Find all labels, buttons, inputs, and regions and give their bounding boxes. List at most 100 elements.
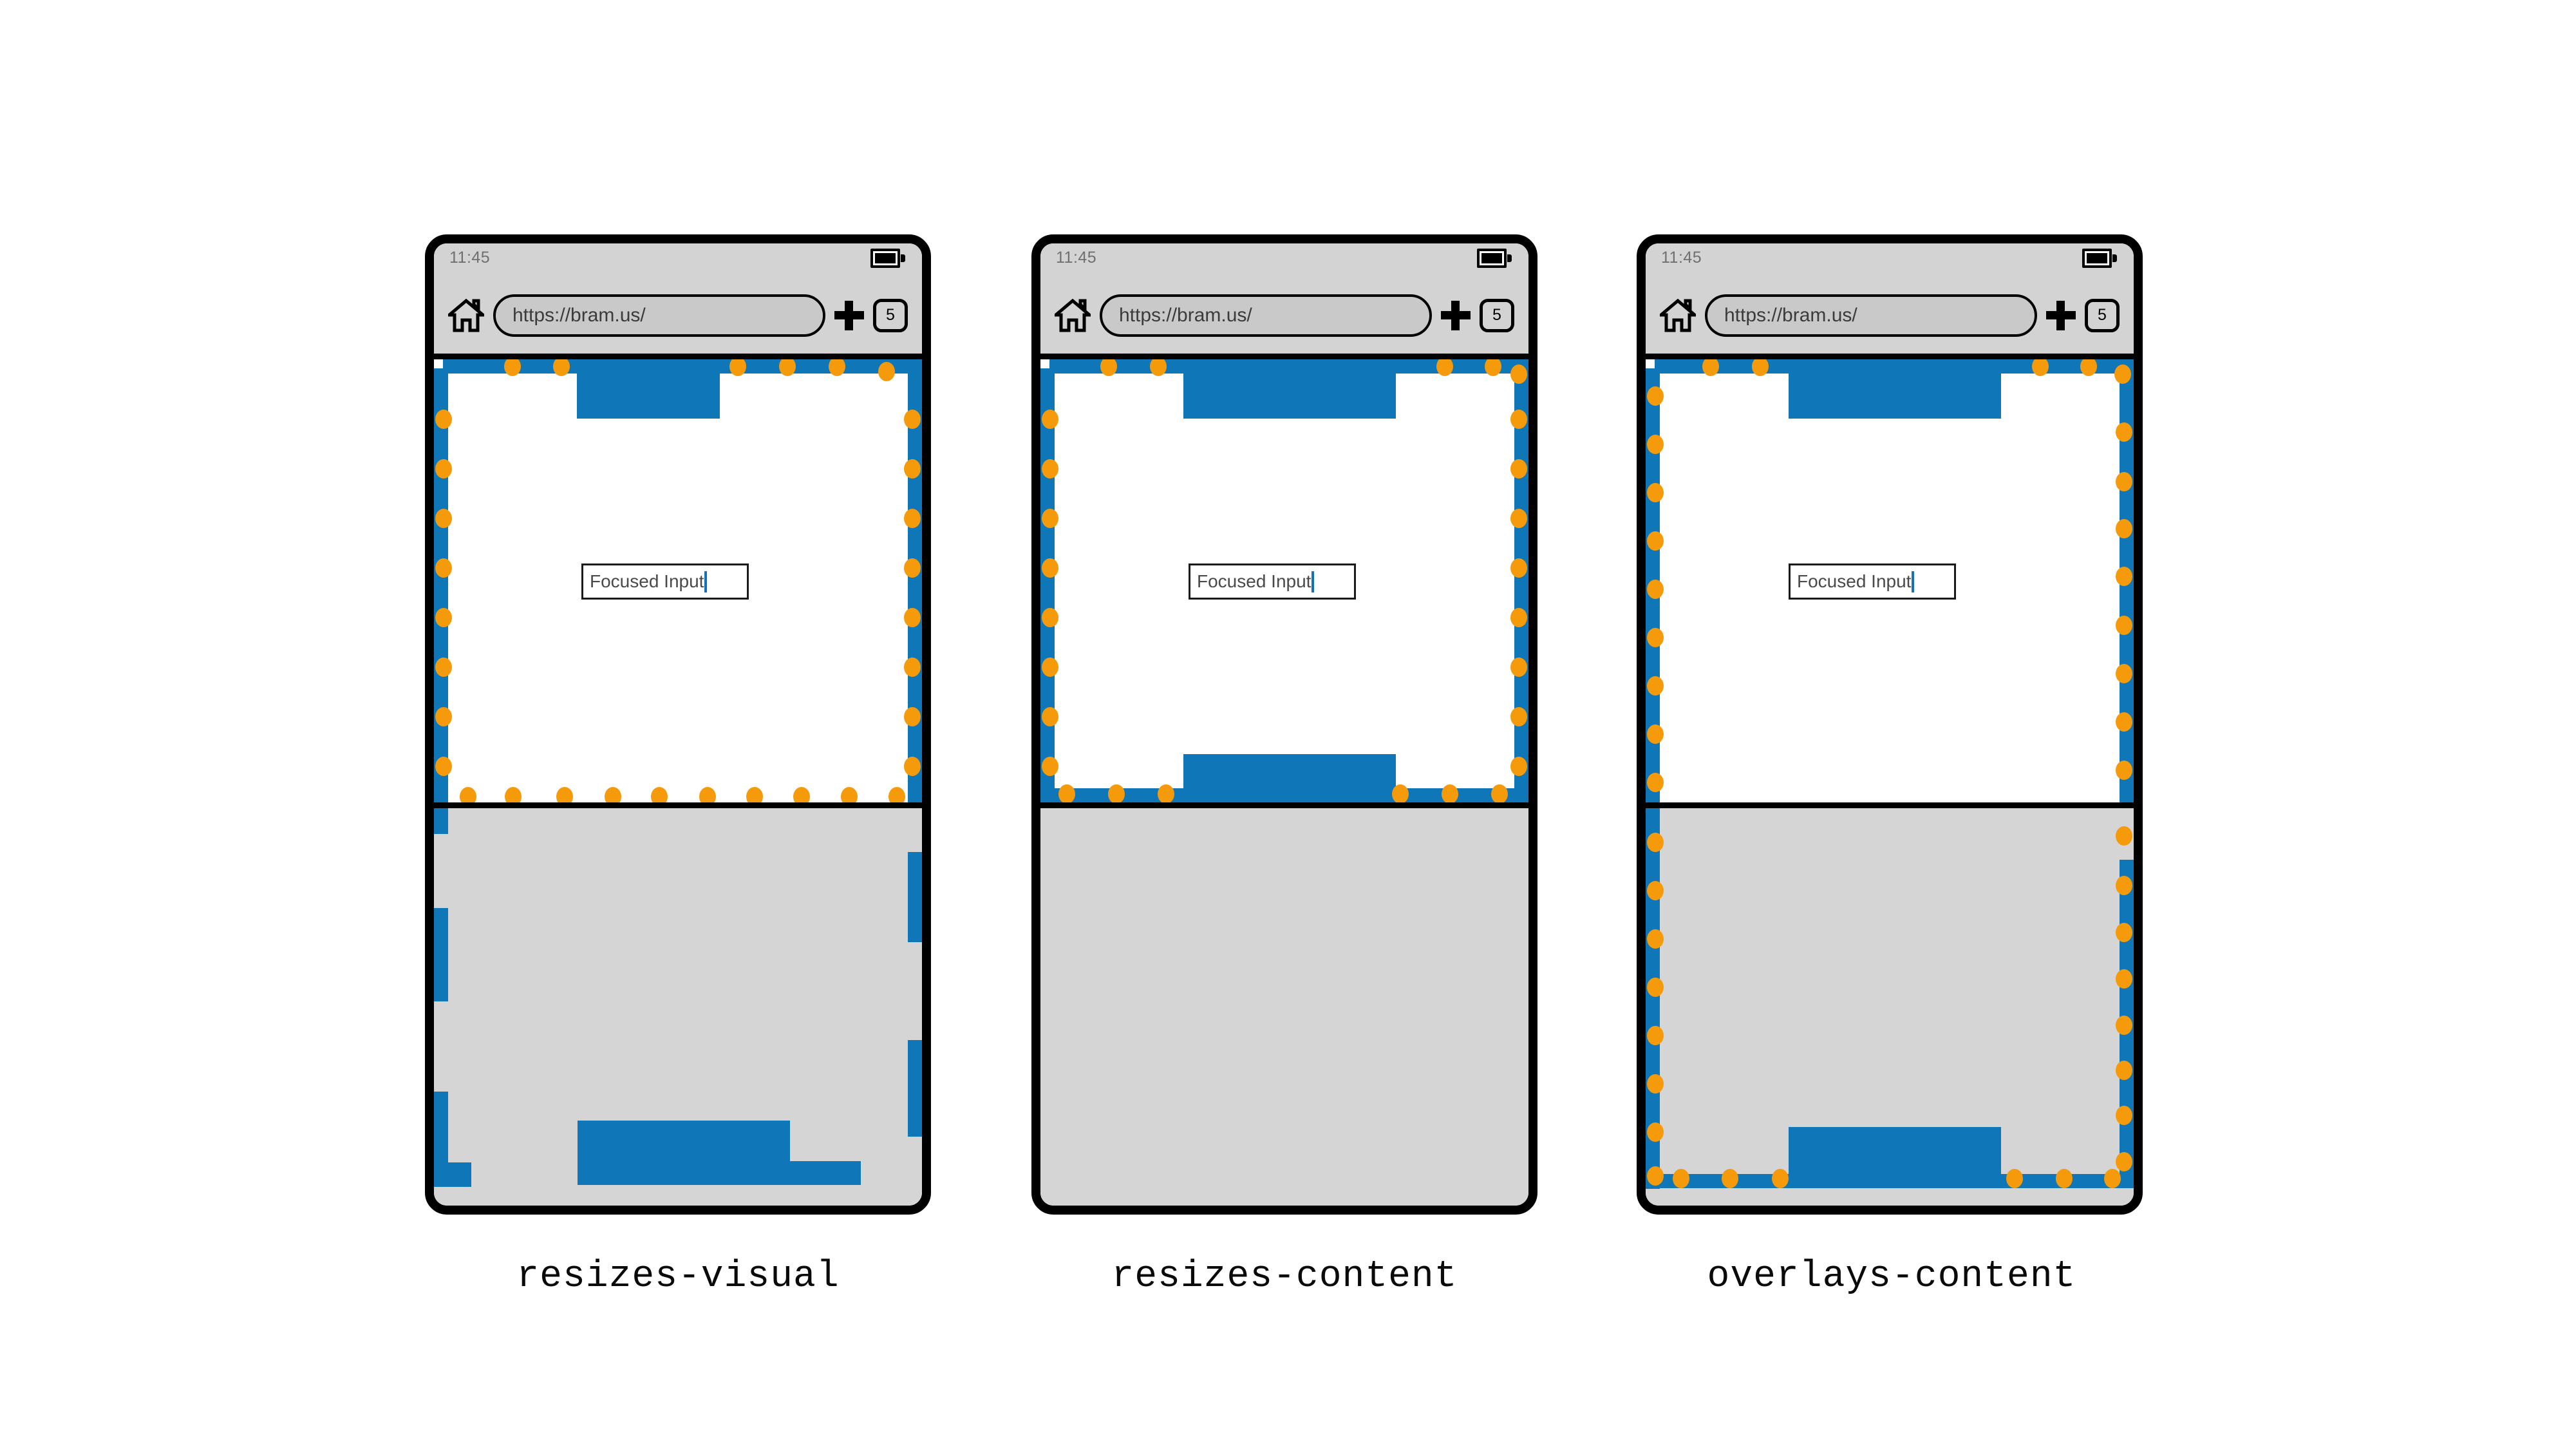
layout-viewport-border-left-behind-keyboard — [434, 808, 448, 834]
visual-viewport-marker — [2116, 664, 2132, 683]
visual-viewport-marker — [904, 658, 921, 677]
visual-viewport-marker — [2032, 359, 2049, 376]
layout-viewport-border-left-behind-keyboard — [434, 1092, 448, 1185]
visual-viewport-marker — [553, 359, 570, 376]
visual-viewport-marker — [2116, 712, 2132, 732]
url-bar[interactable]: https://bram.us/ — [1705, 294, 2037, 337]
visual-viewport-marker — [1510, 558, 1527, 578]
visual-viewport-marker — [1647, 724, 1664, 744]
visual-viewport-marker — [1510, 707, 1527, 726]
visual-viewport-marker — [2116, 422, 2132, 442]
visual-viewport-marker — [1647, 978, 1664, 997]
visual-viewport-marker — [904, 707, 921, 726]
battery-full-icon — [870, 249, 907, 268]
status-clock: 11:45 — [449, 249, 491, 267]
layout-viewport-border-left-behind-keyboard — [434, 908, 448, 1001]
url-text: https://bram.us/ — [1119, 304, 1252, 326]
visual-viewport-marker — [1150, 359, 1167, 376]
home-icon[interactable] — [1657, 298, 1699, 333]
tab-count-button[interactable]: 5 — [2085, 298, 2120, 332]
visual-viewport-marker — [1392, 784, 1409, 802]
visual-viewport-marker — [1647, 435, 1664, 454]
focused-input[interactable]: Focused Input — [1789, 564, 1956, 600]
browser-toolbar: https://bram.us/ 5 — [434, 277, 922, 354]
visual-viewport-marker — [904, 757, 921, 776]
caption-overlays-content: overlays-content — [1707, 1256, 2076, 1298]
visual-viewport-marker — [1042, 707, 1058, 726]
home-icon[interactable] — [445, 298, 487, 333]
layout-viewport-border-right-behind-keyboard — [908, 852, 922, 942]
browser-chrome: 11:45 https://bram.us/ 5 — [1646, 243, 2134, 359]
visual-viewport-marker — [1647, 881, 1664, 900]
visual-viewport-marker — [1647, 531, 1664, 551]
visual-viewport-marker — [793, 787, 810, 802]
visual-viewport-marker — [904, 509, 921, 528]
visual-viewport-marker — [2116, 472, 2132, 491]
text-caret — [1312, 571, 1315, 592]
visual-viewport-marker — [1042, 410, 1058, 429]
visual-viewport-marker — [435, 459, 452, 478]
visual-viewport-marker — [1647, 833, 1664, 852]
layout-viewport-border-left-behind-keyboard — [434, 1162, 471, 1187]
visual-viewport-marker — [1647, 773, 1664, 792]
content-block-bottom — [1789, 1127, 2001, 1188]
visual-viewport-marker — [2104, 1169, 2121, 1188]
visual-viewport-marker — [888, 787, 905, 802]
visual-viewport-marker — [1042, 459, 1058, 478]
visual-viewport-marker — [1510, 459, 1527, 478]
text-caret — [1912, 571, 1915, 592]
tab-count-button[interactable]: 5 — [1480, 298, 1514, 332]
focused-input[interactable]: Focused Input — [581, 564, 749, 600]
visual-viewport-marker — [1647, 386, 1664, 406]
browser-chrome: 11:45 https://bram.us/ 5 — [434, 243, 922, 359]
visual-viewport-marker — [1042, 608, 1058, 627]
url-text: https://bram.us/ — [512, 304, 646, 326]
corner-notch — [1646, 359, 1655, 368]
visual-viewport-marker — [2116, 1152, 2132, 1171]
caption-resizes-content: resizes-content — [1111, 1256, 1458, 1298]
plus-icon[interactable] — [1441, 300, 1471, 330]
visual-viewport-area: Focused Input — [1646, 359, 2134, 802]
plus-icon[interactable] — [2046, 300, 2076, 330]
visual-viewport-marker — [1100, 359, 1117, 376]
virtual-keyboard-area — [1040, 808, 1528, 1206]
visual-viewport-marker — [2116, 616, 2132, 635]
visual-viewport-marker — [2114, 365, 2131, 384]
browser-chrome: 11:45 https://bram.us/ 5 — [1040, 243, 1528, 359]
url-text: https://bram.us/ — [1724, 304, 1857, 326]
visual-viewport-marker — [605, 787, 621, 802]
visual-viewport-marker — [1510, 608, 1527, 627]
keyboard-divider — [1040, 802, 1528, 808]
visual-viewport-marker — [1436, 359, 1453, 376]
url-bar[interactable]: https://bram.us/ — [1100, 294, 1432, 337]
visual-viewport-marker — [729, 359, 746, 376]
visual-viewport-marker — [1510, 365, 1527, 384]
focused-input[interactable]: Focused Input — [1189, 564, 1356, 600]
focused-input-value: Focused Input — [1797, 571, 1912, 591]
visual-viewport-marker — [699, 787, 716, 802]
tab-count-button[interactable]: 5 — [873, 298, 908, 332]
visual-viewport-marker — [1647, 1074, 1664, 1094]
plus-icon[interactable] — [834, 300, 864, 330]
visual-viewport-marker — [904, 608, 921, 627]
url-bar[interactable]: https://bram.us/ — [493, 294, 825, 337]
content-block-top — [1789, 359, 2001, 419]
visual-viewport-marker — [1485, 359, 1501, 376]
visual-viewport-marker — [1510, 658, 1527, 677]
browser-toolbar: https://bram.us/ 5 — [1040, 277, 1528, 354]
status-clock: 11:45 — [1661, 249, 1702, 267]
corner-notch — [434, 359, 443, 368]
visual-viewport-marker — [1510, 410, 1527, 429]
caption-resizes-visual: resizes-visual — [516, 1256, 840, 1298]
home-icon[interactable] — [1051, 298, 1094, 333]
virtual-keyboard-area — [1646, 808, 2134, 1206]
status-bar: 11:45 — [1646, 243, 2134, 277]
visual-viewport-marker — [1673, 1169, 1689, 1188]
phone-mockup-overlays-content: 11:45 https://bram.us/ 5 — [1637, 234, 2143, 1215]
visual-viewport-marker — [1042, 757, 1058, 776]
visual-viewport-marker — [2116, 876, 2132, 895]
visual-viewport-marker — [2116, 519, 2132, 538]
visual-viewport-marker — [435, 509, 452, 528]
visual-viewport-marker — [829, 359, 845, 376]
